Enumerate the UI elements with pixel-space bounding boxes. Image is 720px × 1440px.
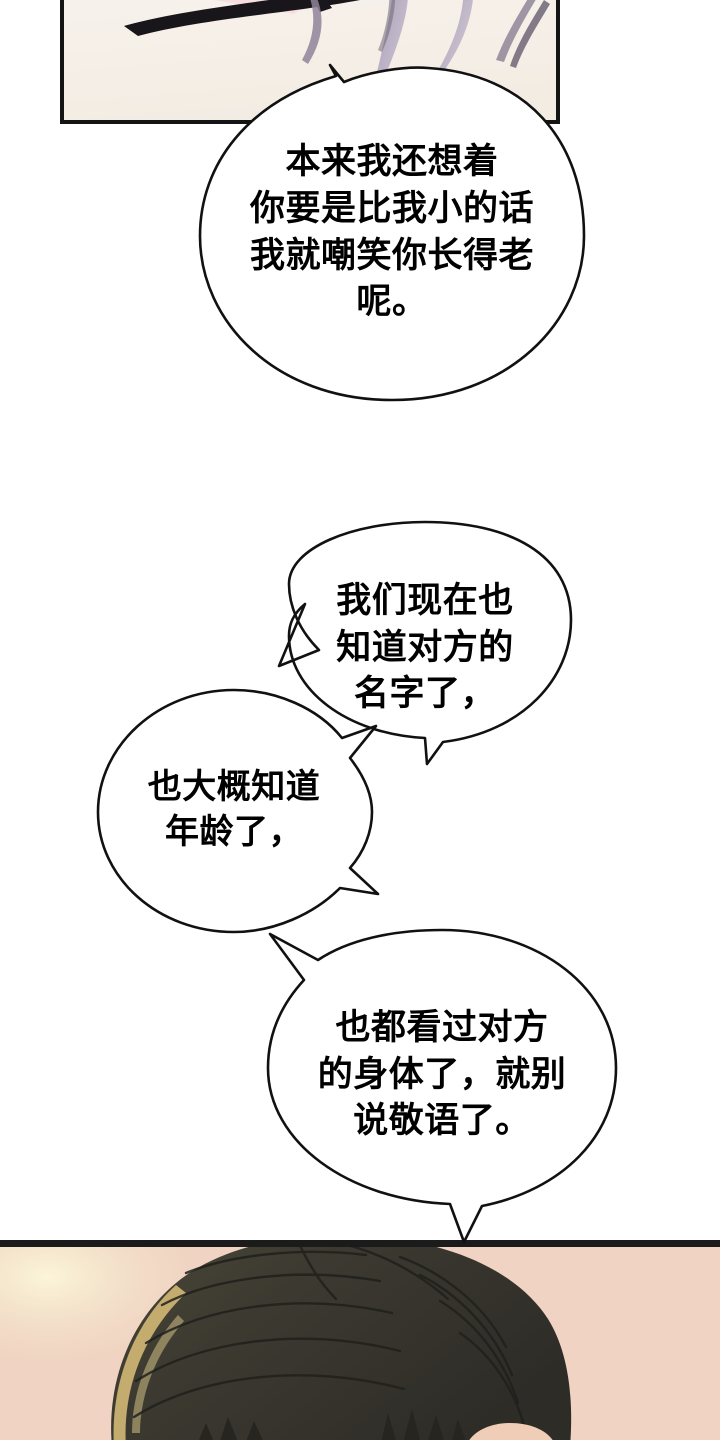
bottom-comic-panel	[0, 1240, 720, 1440]
speech-bubble-2: 我们现在也 知道对方的 名字了，	[275, 518, 575, 778]
speech-bubble-1-text: 本来我还想着 你要是比我小的话 我就嘲笑你长得老 呢。	[249, 142, 534, 322]
bottom-panel-artwork	[0, 1247, 720, 1440]
speech-bubble-4-shape	[266, 928, 618, 1244]
speech-bubble-1-shape	[198, 63, 586, 402]
speech-bubble-3-shape	[96, 688, 380, 934]
speech-bubble-3-text: 也大概知道 年龄了，	[147, 767, 321, 851]
speech-bubble-4-text: 也都看过对方 的身体了，就别 说敬语了。	[317, 1008, 567, 1141]
speech-bubble-3: 也大概知道 年龄了，	[92, 682, 382, 938]
speech-bubble-1: 本来我还想着 你要是比我小的话 我就嘲笑你长得老 呢。	[196, 60, 588, 405]
speech-bubble-4: 也都看过对方 的身体了，就别 说敬语了。	[264, 926, 620, 1246]
top-panel-artwork	[64, 0, 556, 120]
top-comic-panel	[60, 0, 560, 124]
speech-bubble-2-text: 我们现在也 知道对方的 名字了，	[336, 581, 514, 714]
speech-bubble-2-shape	[277, 520, 573, 766]
